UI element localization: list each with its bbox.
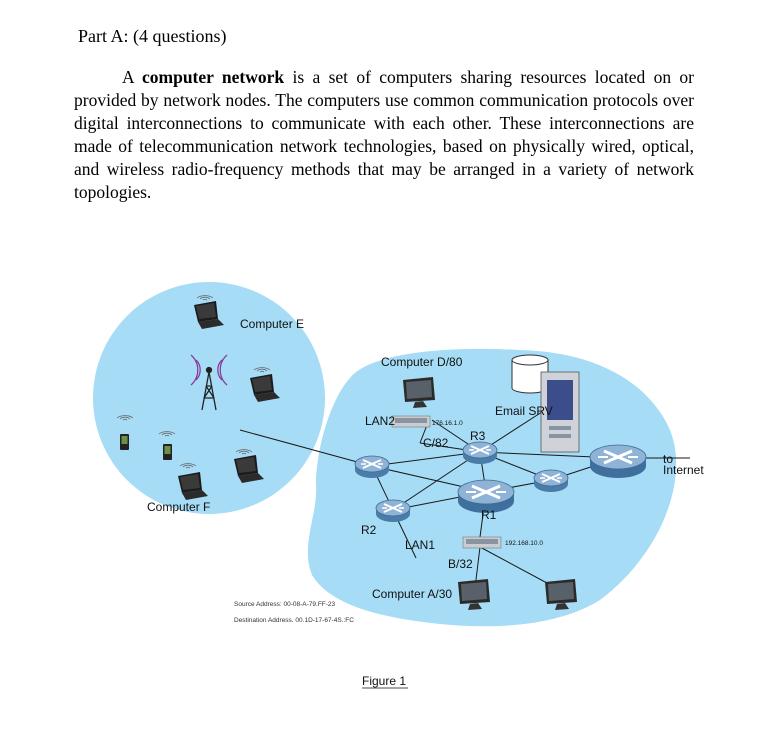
- computer-f-label: Computer F: [147, 500, 210, 514]
- lan2-label: LAN2: [365, 414, 395, 428]
- part-a-heading: Part A: (4 questions): [78, 26, 227, 46]
- intro-paragraph: A computer network is a set of computers…: [74, 66, 694, 204]
- email-srv-label: Email SRV: [495, 404, 553, 418]
- to-label: to: [663, 452, 673, 466]
- r1-label: R1: [481, 508, 497, 522]
- b32-label: B/32: [448, 557, 473, 571]
- r2-label: R2: [361, 523, 377, 537]
- switch-lan2-icon: [391, 415, 431, 428]
- router-r2-icon: [375, 499, 411, 523]
- smartphone-icon: [163, 444, 172, 460]
- c82-label: C/82: [423, 436, 449, 450]
- cell-tower-icon: [190, 354, 228, 411]
- lan1-ip-label: 192.168.10.0: [505, 540, 543, 547]
- lan1-label: LAN1: [405, 538, 435, 552]
- paragraph-body: is a set of computers sharing resources …: [74, 67, 694, 202]
- switch-lan1-icon: [462, 536, 502, 549]
- computer-a-label: Computer A/30: [372, 587, 452, 601]
- figure-caption: Figure 1: [362, 674, 406, 688]
- email-server-icon: [511, 354, 580, 453]
- lan2-ip-label: 176.16.1.0: [432, 420, 463, 427]
- computer-d-label: Computer D/80: [381, 355, 463, 369]
- router-icon: [354, 455, 390, 479]
- source-address-label: Source Address: 00-08-A-79.FF-23: [234, 601, 336, 608]
- computer-e-label: Computer E: [240, 317, 304, 331]
- paragraph-lead: A: [122, 67, 142, 87]
- smartphone-icon: [120, 434, 129, 450]
- term-computer-network: computer network: [142, 67, 285, 87]
- gateway-router-icon: [588, 443, 648, 480]
- router-r3-icon: [462, 441, 498, 465]
- internet-label: Internet: [663, 463, 704, 477]
- r3-label: R3: [470, 429, 486, 443]
- destination-address-label: Destination Address. 00.1D-17-67-4S.:FC: [234, 617, 354, 624]
- router-icon: [533, 469, 569, 493]
